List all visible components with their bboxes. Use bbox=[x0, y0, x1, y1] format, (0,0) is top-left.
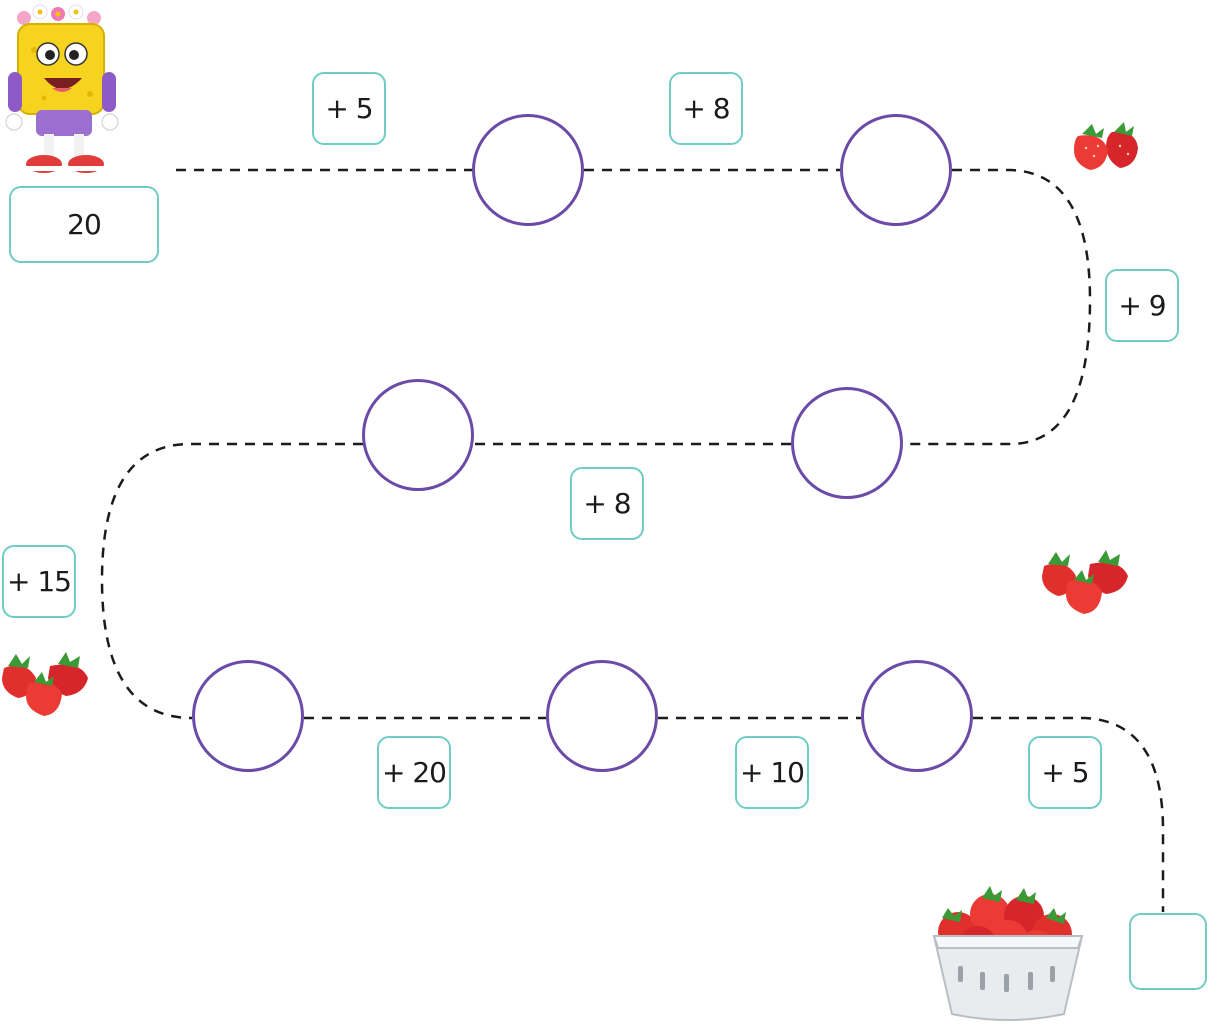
strawberry-basket-icon bbox=[932, 886, 1084, 1021]
answer-circle[interactable] bbox=[861, 660, 973, 772]
answer-circle[interactable] bbox=[192, 660, 304, 772]
step-box: + 8 bbox=[669, 72, 743, 145]
step-box: + 5 bbox=[312, 72, 386, 145]
step-box: + 5 bbox=[1028, 736, 1102, 809]
step-box: + 9 bbox=[1105, 269, 1179, 342]
step-label: + 20 bbox=[382, 756, 447, 789]
step-label: + 15 bbox=[7, 565, 72, 598]
answer-circle[interactable] bbox=[791, 387, 903, 499]
step-box: + 10 bbox=[735, 736, 809, 809]
final-answer-box[interactable] bbox=[1129, 913, 1207, 990]
step-label: + 10 bbox=[740, 756, 805, 789]
step-label: + 8 bbox=[682, 92, 730, 125]
start-value-box: 20 bbox=[9, 186, 159, 263]
start-value: 20 bbox=[67, 208, 102, 241]
answer-circle[interactable] bbox=[472, 114, 584, 226]
step-label: + 5 bbox=[325, 92, 373, 125]
step-box: + 8 bbox=[570, 467, 644, 540]
answer-circle[interactable] bbox=[840, 114, 952, 226]
step-label: + 8 bbox=[583, 487, 631, 520]
strawberry-pair-icon bbox=[2, 652, 88, 716]
step-box: + 20 bbox=[377, 736, 451, 809]
answer-circle[interactable] bbox=[362, 379, 474, 491]
step-label: + 9 bbox=[1118, 289, 1166, 322]
strawberry-pair-icon bbox=[1074, 122, 1138, 170]
yellow-block-mascot-icon bbox=[5, 4, 119, 173]
step-box: + 15 bbox=[2, 545, 76, 618]
step-label: + 5 bbox=[1041, 756, 1089, 789]
answer-circle[interactable] bbox=[546, 660, 658, 772]
strawberry-pair-icon bbox=[1042, 550, 1128, 614]
